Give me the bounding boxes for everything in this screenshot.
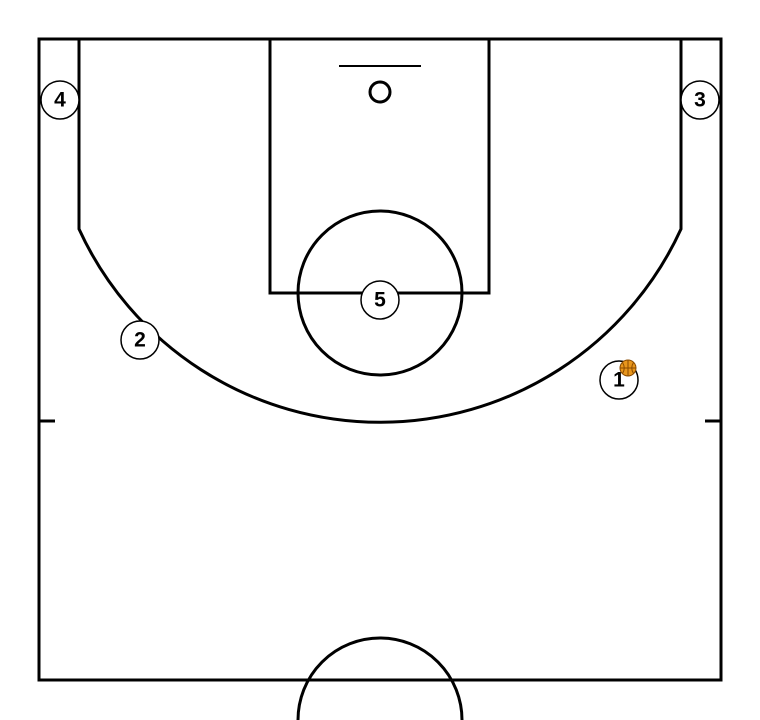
player-4[interactable]: 4 — [40, 80, 80, 120]
player-3[interactable]: 3 — [680, 80, 720, 120]
center-circle — [296, 636, 464, 720]
player-2[interactable]: 2 — [120, 320, 160, 360]
free-throw-lane — [268, 37, 491, 295]
player-4-label: 4 — [54, 89, 66, 112]
free-throw-circle — [296, 209, 464, 377]
player-1-label: 1 — [613, 369, 625, 392]
three-point-line — [77, 39, 683, 424]
player-5-label: 5 — [374, 289, 386, 312]
basketball-icon — [619, 359, 637, 377]
player-3-label: 3 — [694, 89, 706, 112]
rim — [368, 80, 392, 104]
player-2-label: 2 — [134, 329, 146, 352]
player-5[interactable]: 5 — [360, 280, 400, 320]
